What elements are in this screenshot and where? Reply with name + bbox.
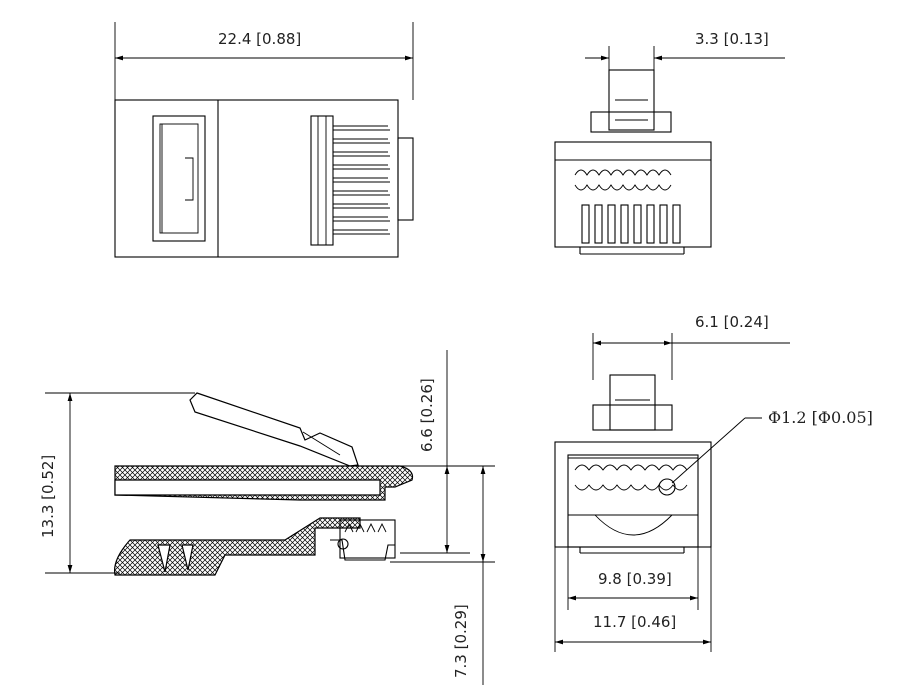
dim-overall-height-label: 13.3 [0.52] xyxy=(39,455,57,538)
section-view: 13.3 [0.52] 6.6 [0.26] 7.3 [0.29] xyxy=(39,350,495,685)
dim-hole-diameter-label: Φ1.2 [Φ0.05] xyxy=(768,408,873,427)
dim-contact-height-label: 7.3 [0.29] xyxy=(452,604,470,678)
reference-hole xyxy=(658,478,676,496)
dim-length-label: 22.4 [0.88] xyxy=(218,30,301,48)
rear-view: 6.1 [0.24] Φ1.2 [Φ0.05] 9.8 [0.39] 11.7 xyxy=(554,313,873,652)
side-view: 22.4 [0.88] xyxy=(114,22,414,258)
contact-blades xyxy=(333,125,390,235)
dim-outer-width-label: 11.7 [0.46] xyxy=(593,613,676,631)
dim-inner-width-label: 9.8 [0.39] xyxy=(598,570,672,588)
dim-latch-width-label: 3.3 [0.13] xyxy=(695,30,769,48)
dim-body-height-label: 6.6 [0.26] xyxy=(418,378,436,452)
dim-latch-base-label: 6.1 [0.24] xyxy=(695,313,769,331)
front-view: 3.3 [0.13] xyxy=(554,30,785,255)
front-contacts xyxy=(581,204,681,244)
